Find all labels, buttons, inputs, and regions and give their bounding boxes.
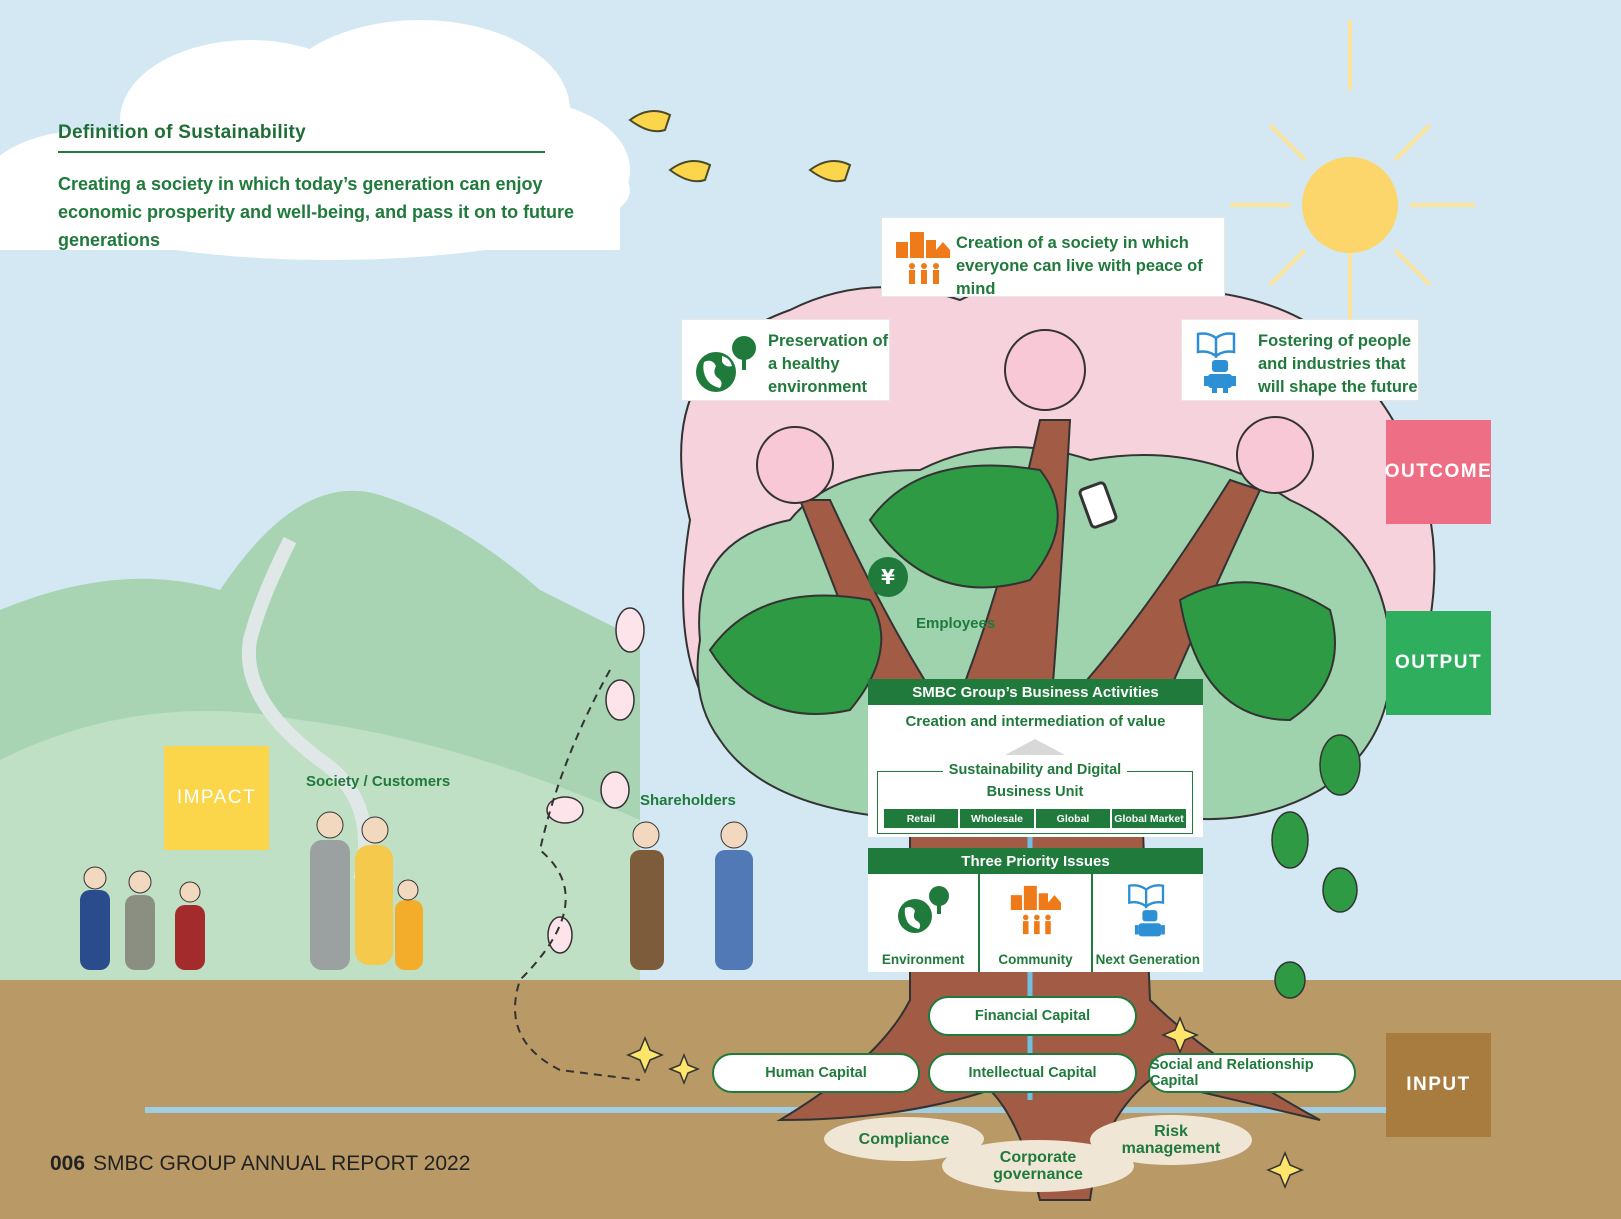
input-label: INPUT	[1386, 1033, 1491, 1137]
risk-management-line-2: management	[1121, 1140, 1221, 1157]
bird-icon	[628, 110, 852, 183]
people-icon	[909, 263, 939, 284]
page-number: 006	[50, 1152, 86, 1175]
impact-label: IMPACT	[164, 746, 269, 850]
buildings-icon	[1011, 885, 1062, 935]
sparkle-icon	[626, 1016, 1304, 1189]
outcome-future-box: Fostering of people and industries that …	[1182, 320, 1418, 400]
outcome-environment-line-3: environment	[768, 378, 868, 396]
risk-management-line-1: Risk	[1154, 1123, 1188, 1140]
people-illustration	[80, 811, 753, 970]
business-unit-line-1: Sustainability and Digital	[948, 759, 1122, 781]
outcome-future-line-3: will shape the future	[1258, 378, 1418, 396]
business-activities-subheader: Creation and intermediation of value	[905, 713, 1166, 730]
outcome-society-line-2: everyone can live with peace of mind	[956, 257, 1203, 298]
book-icon	[1196, 332, 1236, 393]
outcome-environment-line-2: a healthy	[768, 355, 840, 373]
priority-community-label: Community	[998, 952, 1073, 967]
unit-global: Global	[1036, 809, 1110, 828]
social-relationship-capital-pill: Social and Relationship Capital	[1148, 1053, 1356, 1093]
risk-management-oval: Risk management	[1090, 1115, 1252, 1165]
business-unit-line-2: Business Unit	[948, 781, 1122, 803]
leaf	[708, 594, 883, 715]
report-title: SMBC GROUP ANNUAL REPORT 2022	[93, 1152, 471, 1175]
intellectual-capital-pill: Intellectual Capital	[928, 1053, 1137, 1093]
society-customers-label: Society / Customers	[306, 773, 451, 790]
buildings-icon	[896, 232, 950, 284]
unit-retail: Retail	[884, 809, 958, 828]
globe-icon	[696, 336, 756, 392]
business-unit-cells: Retail Wholesale Global Global Market	[884, 809, 1186, 828]
globe-icon	[898, 886, 950, 933]
corporate-governance-line-1: Corporate	[999, 1149, 1077, 1166]
human-capital-pill: Human Capital	[712, 1053, 920, 1093]
outcome-environment-line-1: Preservation of	[768, 332, 889, 350]
smartphone-icon	[1078, 481, 1118, 529]
arrow-up-icon	[1005, 739, 1065, 755]
road	[241, 536, 372, 882]
page-footer: 006 SMBC GROUP ANNUAL REPORT 2022	[50, 1152, 470, 1176]
output-label: OUTPUT	[1386, 611, 1491, 715]
financial-capital-pill: Financial Capital	[928, 996, 1137, 1036]
leaf	[868, 464, 1059, 589]
business-activities-header: SMBC Group’s Business Activities	[868, 679, 1203, 705]
outcome-future-line-1: Fostering of people	[1258, 332, 1412, 350]
wallet-yen-icon: ¥	[868, 557, 908, 597]
priority-next-generation-label: Next Generation	[1095, 952, 1200, 967]
outcome-society-line-1: Creation of a society in which	[956, 234, 1189, 252]
cloud-illustration	[0, 20, 630, 260]
robot-icon	[1204, 360, 1236, 393]
priority-community: Community	[980, 874, 1093, 972]
employees-label: Employees	[916, 615, 996, 632]
book-icon	[1127, 884, 1165, 937]
unit-wholesale: Wholesale	[960, 809, 1034, 828]
corporate-governance-line-2: governance	[993, 1166, 1083, 1183]
definition-line-1: Creating a society in which today’s gene…	[58, 174, 543, 194]
priority-environment-label: Environment	[881, 952, 965, 967]
business-activities-box: SMBC Group’s Business Activities Creatio…	[868, 679, 1203, 837]
business-unit-frame: Sustainability and Digital Business Unit…	[877, 759, 1193, 834]
svg-text:¥: ¥	[881, 565, 895, 589]
shareholders-label: Shareholders	[640, 792, 736, 809]
tree-icon	[732, 336, 756, 370]
unit-global-market: Global Market	[1112, 809, 1186, 828]
priority-issues-box: Three Priority Issues Environment Commun…	[868, 848, 1203, 972]
definition-title: Definition of Sustainability	[58, 122, 307, 143]
outcome-environment-box: Preservation of a healthy environment	[682, 320, 889, 400]
sun-icon	[1230, 20, 1475, 320]
definition-underline	[58, 151, 545, 153]
leaf	[1178, 581, 1336, 722]
blossom-flowers	[756, 329, 1314, 504]
priority-next-generation: Next Generation	[1093, 874, 1203, 972]
outcome-society-box: Creation of a society in which everyone …	[882, 218, 1224, 298]
definition-line-2: economic prosperity and well-being, and …	[58, 202, 575, 250]
outcome-label: OUTCOME	[1385, 420, 1491, 524]
business-unit-title: Sustainability and Digital Business Unit	[942, 759, 1128, 803]
priority-issues-header: Three Priority Issues	[868, 848, 1203, 874]
definition-text: Creating a society in which today’s gene…	[58, 170, 618, 254]
priority-environment: Environment	[868, 874, 981, 972]
outcome-future-line-2: and industries that	[1258, 355, 1406, 373]
